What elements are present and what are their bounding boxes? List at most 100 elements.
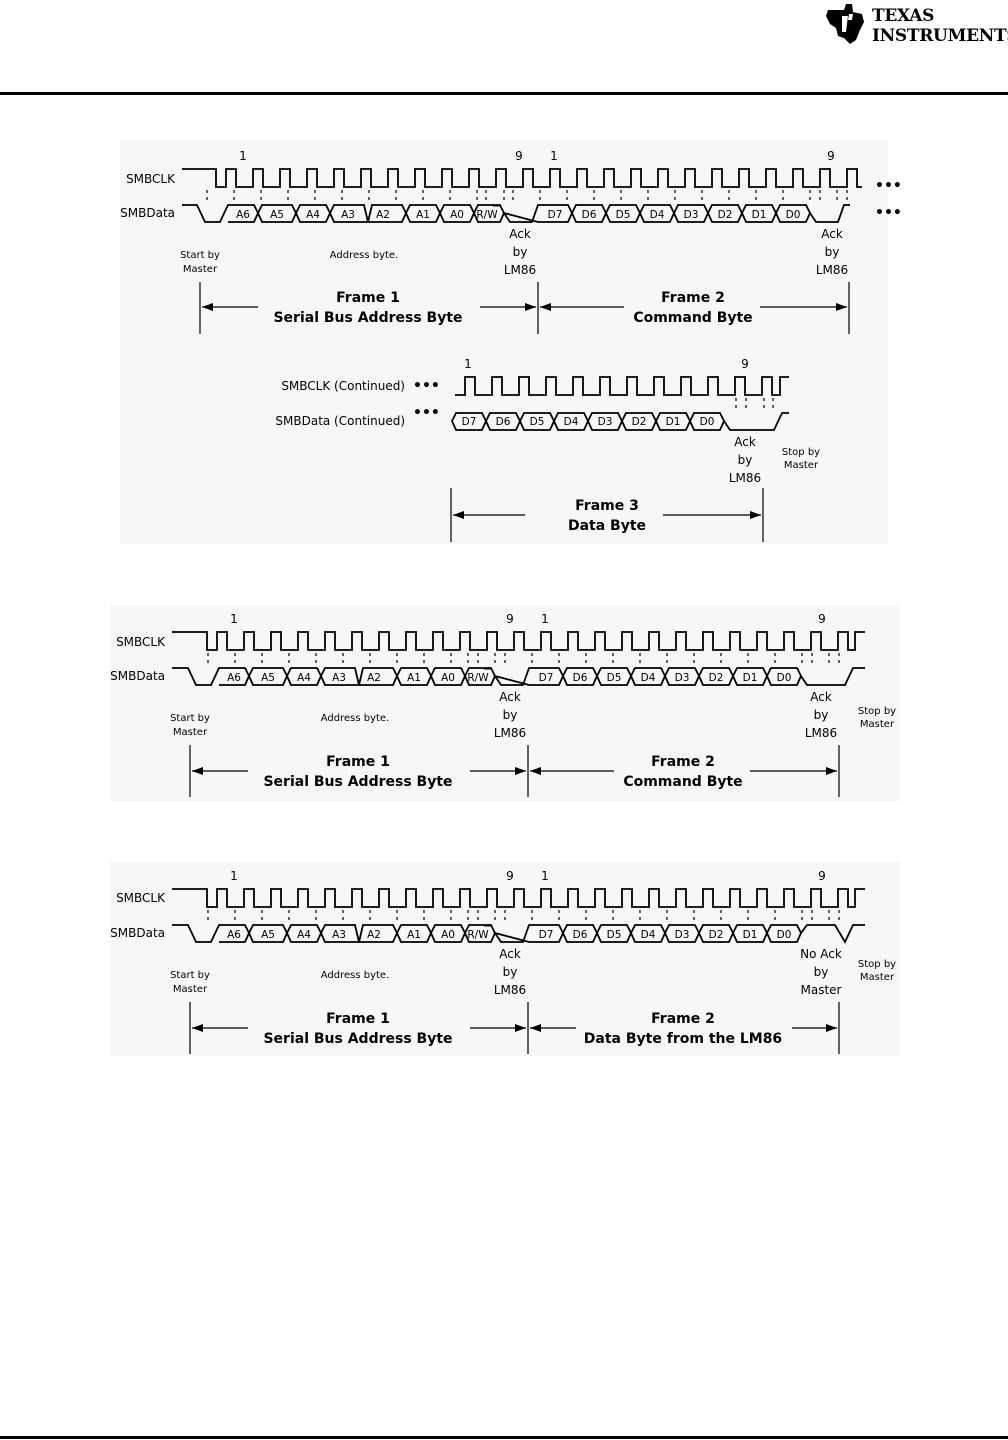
bit-label: D5 <box>607 929 622 941</box>
ack-note: by <box>738 453 753 467</box>
ack-note: LM86 <box>494 983 526 997</box>
start-note: Start by <box>170 970 210 981</box>
bit-label: D3 <box>675 929 690 941</box>
ack-note: by <box>825 245 840 259</box>
start-note: Start by <box>180 250 220 261</box>
data-label: SMBData <box>120 206 175 220</box>
ack-note: LM86 <box>816 263 848 277</box>
bit-label: D7 <box>548 209 563 221</box>
start-note: Master <box>173 727 208 738</box>
bit-label: A5 <box>270 209 284 221</box>
bit-label: D3 <box>684 209 699 221</box>
address-note: Address byte. <box>321 713 390 724</box>
bit-label: D0 <box>777 929 792 941</box>
data-continued-label: SMBData (Continued) <box>275 414 405 428</box>
ack-note: LM86 <box>729 471 761 485</box>
ack-note: Ack <box>810 690 832 704</box>
bit-label: D6 <box>573 672 588 684</box>
bit-label: D2 <box>632 416 647 428</box>
frame-subtitle: Serial Bus Address Byte <box>263 774 452 790</box>
bit-label: A1 <box>416 209 430 221</box>
ack-note: LM86 <box>805 726 837 740</box>
arrowhead <box>202 303 213 311</box>
arrowhead <box>515 1024 526 1032</box>
clock-number: 1 <box>239 149 247 163</box>
sample-ticks <box>206 190 848 204</box>
texas-instruments-logo: Texas Instruments <box>822 2 1008 46</box>
ack-note: Ack <box>499 947 521 961</box>
ack-note: by <box>814 708 829 722</box>
frame-title: Frame 3 <box>575 498 639 514</box>
bit-label: D2 <box>709 672 724 684</box>
bit-label: D4 <box>564 416 579 428</box>
continuation-dots: ••• <box>875 205 902 221</box>
clock-number: 1 <box>541 869 549 883</box>
clock-number: 9 <box>818 869 826 883</box>
rw-label: R/W <box>467 929 489 941</box>
sample-ticks <box>207 653 840 667</box>
clock-label: SMBCLK <box>126 172 176 186</box>
stop-note: Stop by <box>858 959 896 970</box>
no-ack-note: by <box>814 965 829 979</box>
bit-label: D3 <box>675 672 690 684</box>
bit-label: D4 <box>641 672 656 684</box>
bit-label: A5 <box>261 672 275 684</box>
continuation-dots: ••• <box>413 378 440 394</box>
address-note: Address byte. <box>321 970 390 981</box>
frame-title: Frame 2 <box>651 754 715 770</box>
start-note: Master <box>183 264 218 275</box>
clock-waveform <box>172 631 865 651</box>
bit-label: A2 <box>367 929 381 941</box>
sample-ticks <box>207 910 840 924</box>
stop-note: Stop by <box>858 706 896 717</box>
continuation-dots: ••• <box>413 405 440 421</box>
clock-number: 1 <box>541 612 549 626</box>
bit-label: A6 <box>227 672 241 684</box>
ack-note: by <box>503 965 518 979</box>
bit-label: D2 <box>709 929 724 941</box>
bit-label: A6 <box>236 209 250 221</box>
arrowhead <box>515 767 526 775</box>
data-waveform <box>172 667 865 686</box>
clock-continued-waveform <box>455 376 789 396</box>
arrowhead <box>192 767 203 775</box>
frame-subtitle: Data Byte from the LM86 <box>584 1031 782 1047</box>
frame-title: Frame 1 <box>336 290 400 306</box>
frame-subtitle: Command Byte <box>623 774 742 790</box>
ack-note: Ack <box>734 435 756 449</box>
bit-label: A2 <box>376 209 390 221</box>
bit-label: A2 <box>367 672 381 684</box>
bit-label: A0 <box>450 209 464 221</box>
bit-label: D7 <box>539 672 554 684</box>
arrowhead <box>453 511 464 519</box>
clock-number: 1 <box>230 869 238 883</box>
header-rule <box>0 92 1008 95</box>
stop-note: Stop by <box>782 447 820 458</box>
ack-note: LM86 <box>504 263 536 277</box>
ack-note: by <box>513 245 528 259</box>
bit-label: D0 <box>786 209 801 221</box>
bit-label: D3 <box>598 416 613 428</box>
footer-rule <box>0 1436 1008 1439</box>
frame-title: Frame 2 <box>661 290 725 306</box>
bit-label: A3 <box>332 672 346 684</box>
start-note: Start by <box>170 713 210 724</box>
frame-title: Frame 2 <box>651 1011 715 1027</box>
bit-label: A1 <box>407 929 421 941</box>
arrowhead <box>826 767 837 775</box>
sample-ticks <box>735 398 774 412</box>
frame-subtitle: Command Byte <box>633 310 752 326</box>
bit-label: D2 <box>718 209 733 221</box>
arrowhead <box>540 303 551 311</box>
bit-label: D4 <box>641 929 656 941</box>
clock-number: 1 <box>230 612 238 626</box>
stop-note: Master <box>860 972 895 983</box>
ti-state-icon <box>826 4 864 44</box>
clock-number: 1 <box>464 357 472 371</box>
bit-label: D5 <box>607 672 622 684</box>
stop-note: Master <box>860 719 895 730</box>
clock-waveform <box>172 888 865 908</box>
bit-label: D4 <box>650 209 665 221</box>
ack-note: by <box>503 708 518 722</box>
frame-title: Frame 1 <box>326 1011 390 1027</box>
